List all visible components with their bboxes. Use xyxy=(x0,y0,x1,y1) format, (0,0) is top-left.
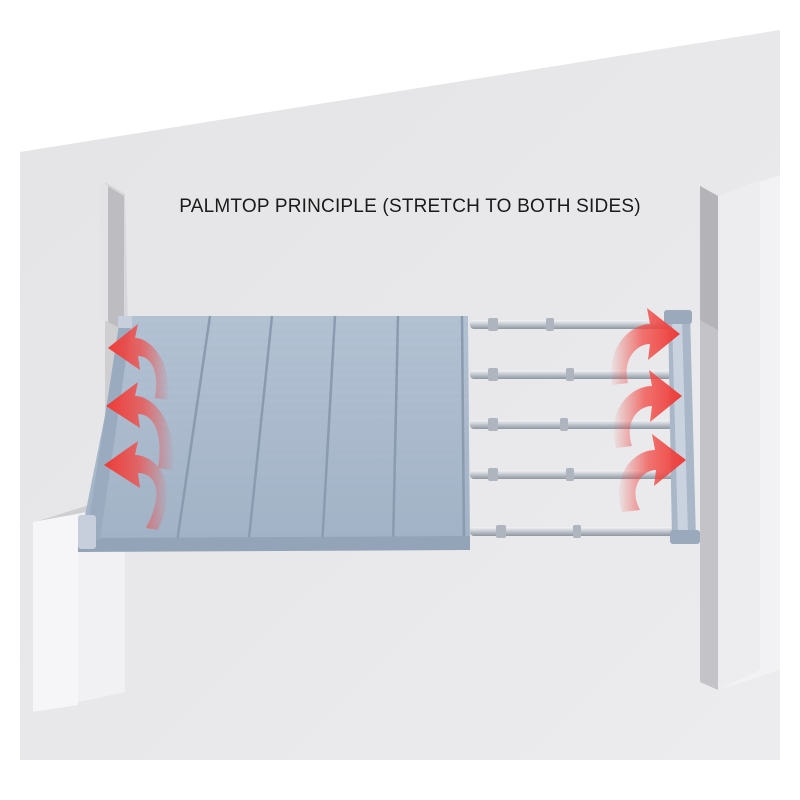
red-arrows-left xyxy=(104,324,173,530)
arrow-left-1 xyxy=(108,324,169,400)
arrow-right-2 xyxy=(613,370,682,448)
arrow-left-2 xyxy=(106,382,173,470)
red-arrows-right xyxy=(611,308,686,512)
arrow-right-3 xyxy=(618,434,686,512)
left-wall xyxy=(33,180,128,712)
end-rail xyxy=(664,310,700,544)
caption-text: PALMTOP PRINCIPLE (STRETCH TO BOTH SIDES… xyxy=(179,196,641,217)
arrow-left-3 xyxy=(104,441,168,530)
right-wall xyxy=(700,175,780,690)
arrow-right-1 xyxy=(611,308,680,385)
shelf-board xyxy=(78,315,470,552)
